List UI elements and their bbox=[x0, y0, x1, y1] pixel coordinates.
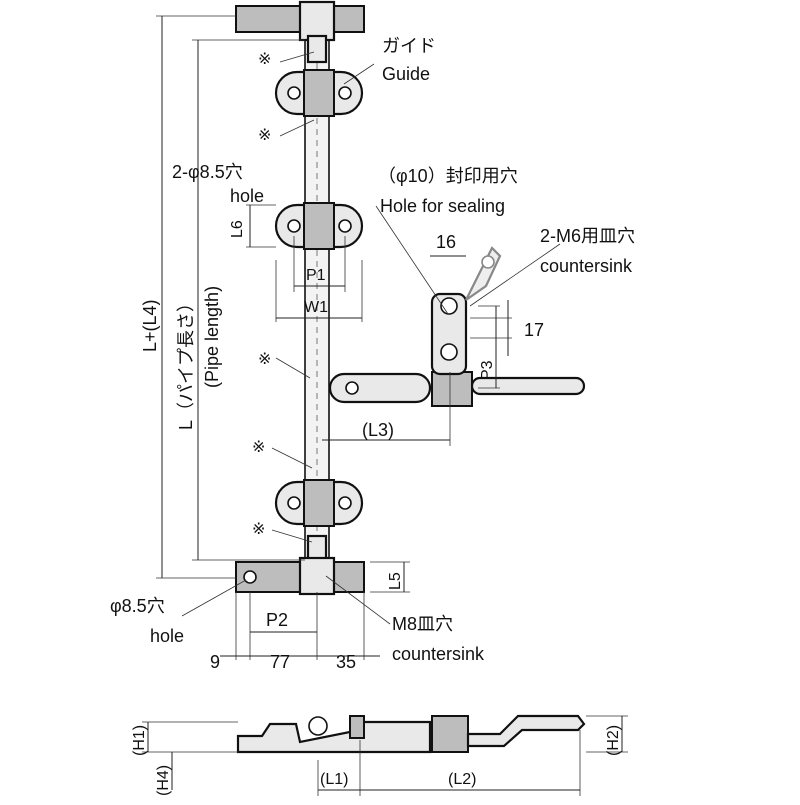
dim-p1: P1 bbox=[306, 267, 326, 284]
hole-spec-label: 2-φ8.5穴 bbox=[172, 162, 243, 182]
mark-2: ※ bbox=[258, 127, 271, 144]
annotation-labels: ガイド Guide ※ ※ ※ ※ ※ 2-φ8.5穴 hole （φ10）封印… bbox=[110, 36, 635, 796]
leader-lines bbox=[181, 51, 561, 625]
dim-9: 9 bbox=[210, 652, 220, 672]
total-length-label: L+(L4) bbox=[140, 299, 160, 352]
phi85-jp-label: φ8.5穴 bbox=[110, 596, 165, 616]
m8-en-label: countersink bbox=[392, 644, 485, 664]
guide-plate-3 bbox=[274, 479, 364, 527]
lever-handle bbox=[328, 246, 586, 407]
m8-jp-label: M8皿穴 bbox=[392, 614, 453, 634]
pipe-rod bbox=[304, 30, 330, 580]
mark-1: ※ bbox=[258, 51, 271, 68]
dim-h1: (H1) bbox=[131, 725, 148, 756]
mark-4: ※ bbox=[252, 439, 265, 456]
side-view bbox=[236, 714, 586, 754]
dim-77: 77 bbox=[270, 652, 290, 672]
dim-16: 16 bbox=[436, 232, 456, 252]
guide-en-label: Guide bbox=[382, 64, 430, 84]
bottom-end-bracket bbox=[235, 534, 365, 596]
mark-5: ※ bbox=[252, 521, 265, 538]
guide-jp-label: ガイド bbox=[382, 36, 436, 56]
dim-l1: (L1) bbox=[320, 771, 348, 788]
guide-plate-2 bbox=[274, 202, 364, 250]
dim-l6: L6 bbox=[229, 220, 246, 238]
dim-17: 17 bbox=[524, 320, 544, 340]
dim-l3: (L3) bbox=[362, 420, 394, 440]
pipe-length-jp-label: L（パイプ長さ） bbox=[176, 294, 196, 430]
dim-l5: L5 bbox=[387, 572, 404, 590]
dim-h4: (H4) bbox=[155, 765, 172, 796]
phi85-en-label: hole bbox=[150, 626, 184, 646]
pipe-length-en-label: (Pipe length) bbox=[202, 286, 222, 388]
dim-p2: P2 bbox=[266, 610, 288, 630]
sealing-en-label: Hole for sealing bbox=[380, 196, 505, 216]
hole-label: hole bbox=[230, 186, 264, 206]
dim-l2: (L2) bbox=[448, 771, 476, 788]
dim-h2: (H2) bbox=[605, 725, 622, 756]
countersink-m6-jp-label: 2-M6用皿穴 bbox=[540, 226, 635, 246]
sealing-jp-label: （φ10）封印用穴 bbox=[378, 166, 518, 186]
dim-35: 35 bbox=[336, 652, 356, 672]
dimension-lines bbox=[142, 15, 628, 796]
top-end-bracket bbox=[235, 0, 365, 64]
mark-3: ※ bbox=[258, 351, 271, 368]
dim-p3: P3 bbox=[479, 360, 496, 380]
countersink-m6-en-label: countersink bbox=[540, 256, 633, 276]
guide-plate-1 bbox=[274, 69, 364, 117]
dim-w1: W1 bbox=[304, 299, 328, 316]
